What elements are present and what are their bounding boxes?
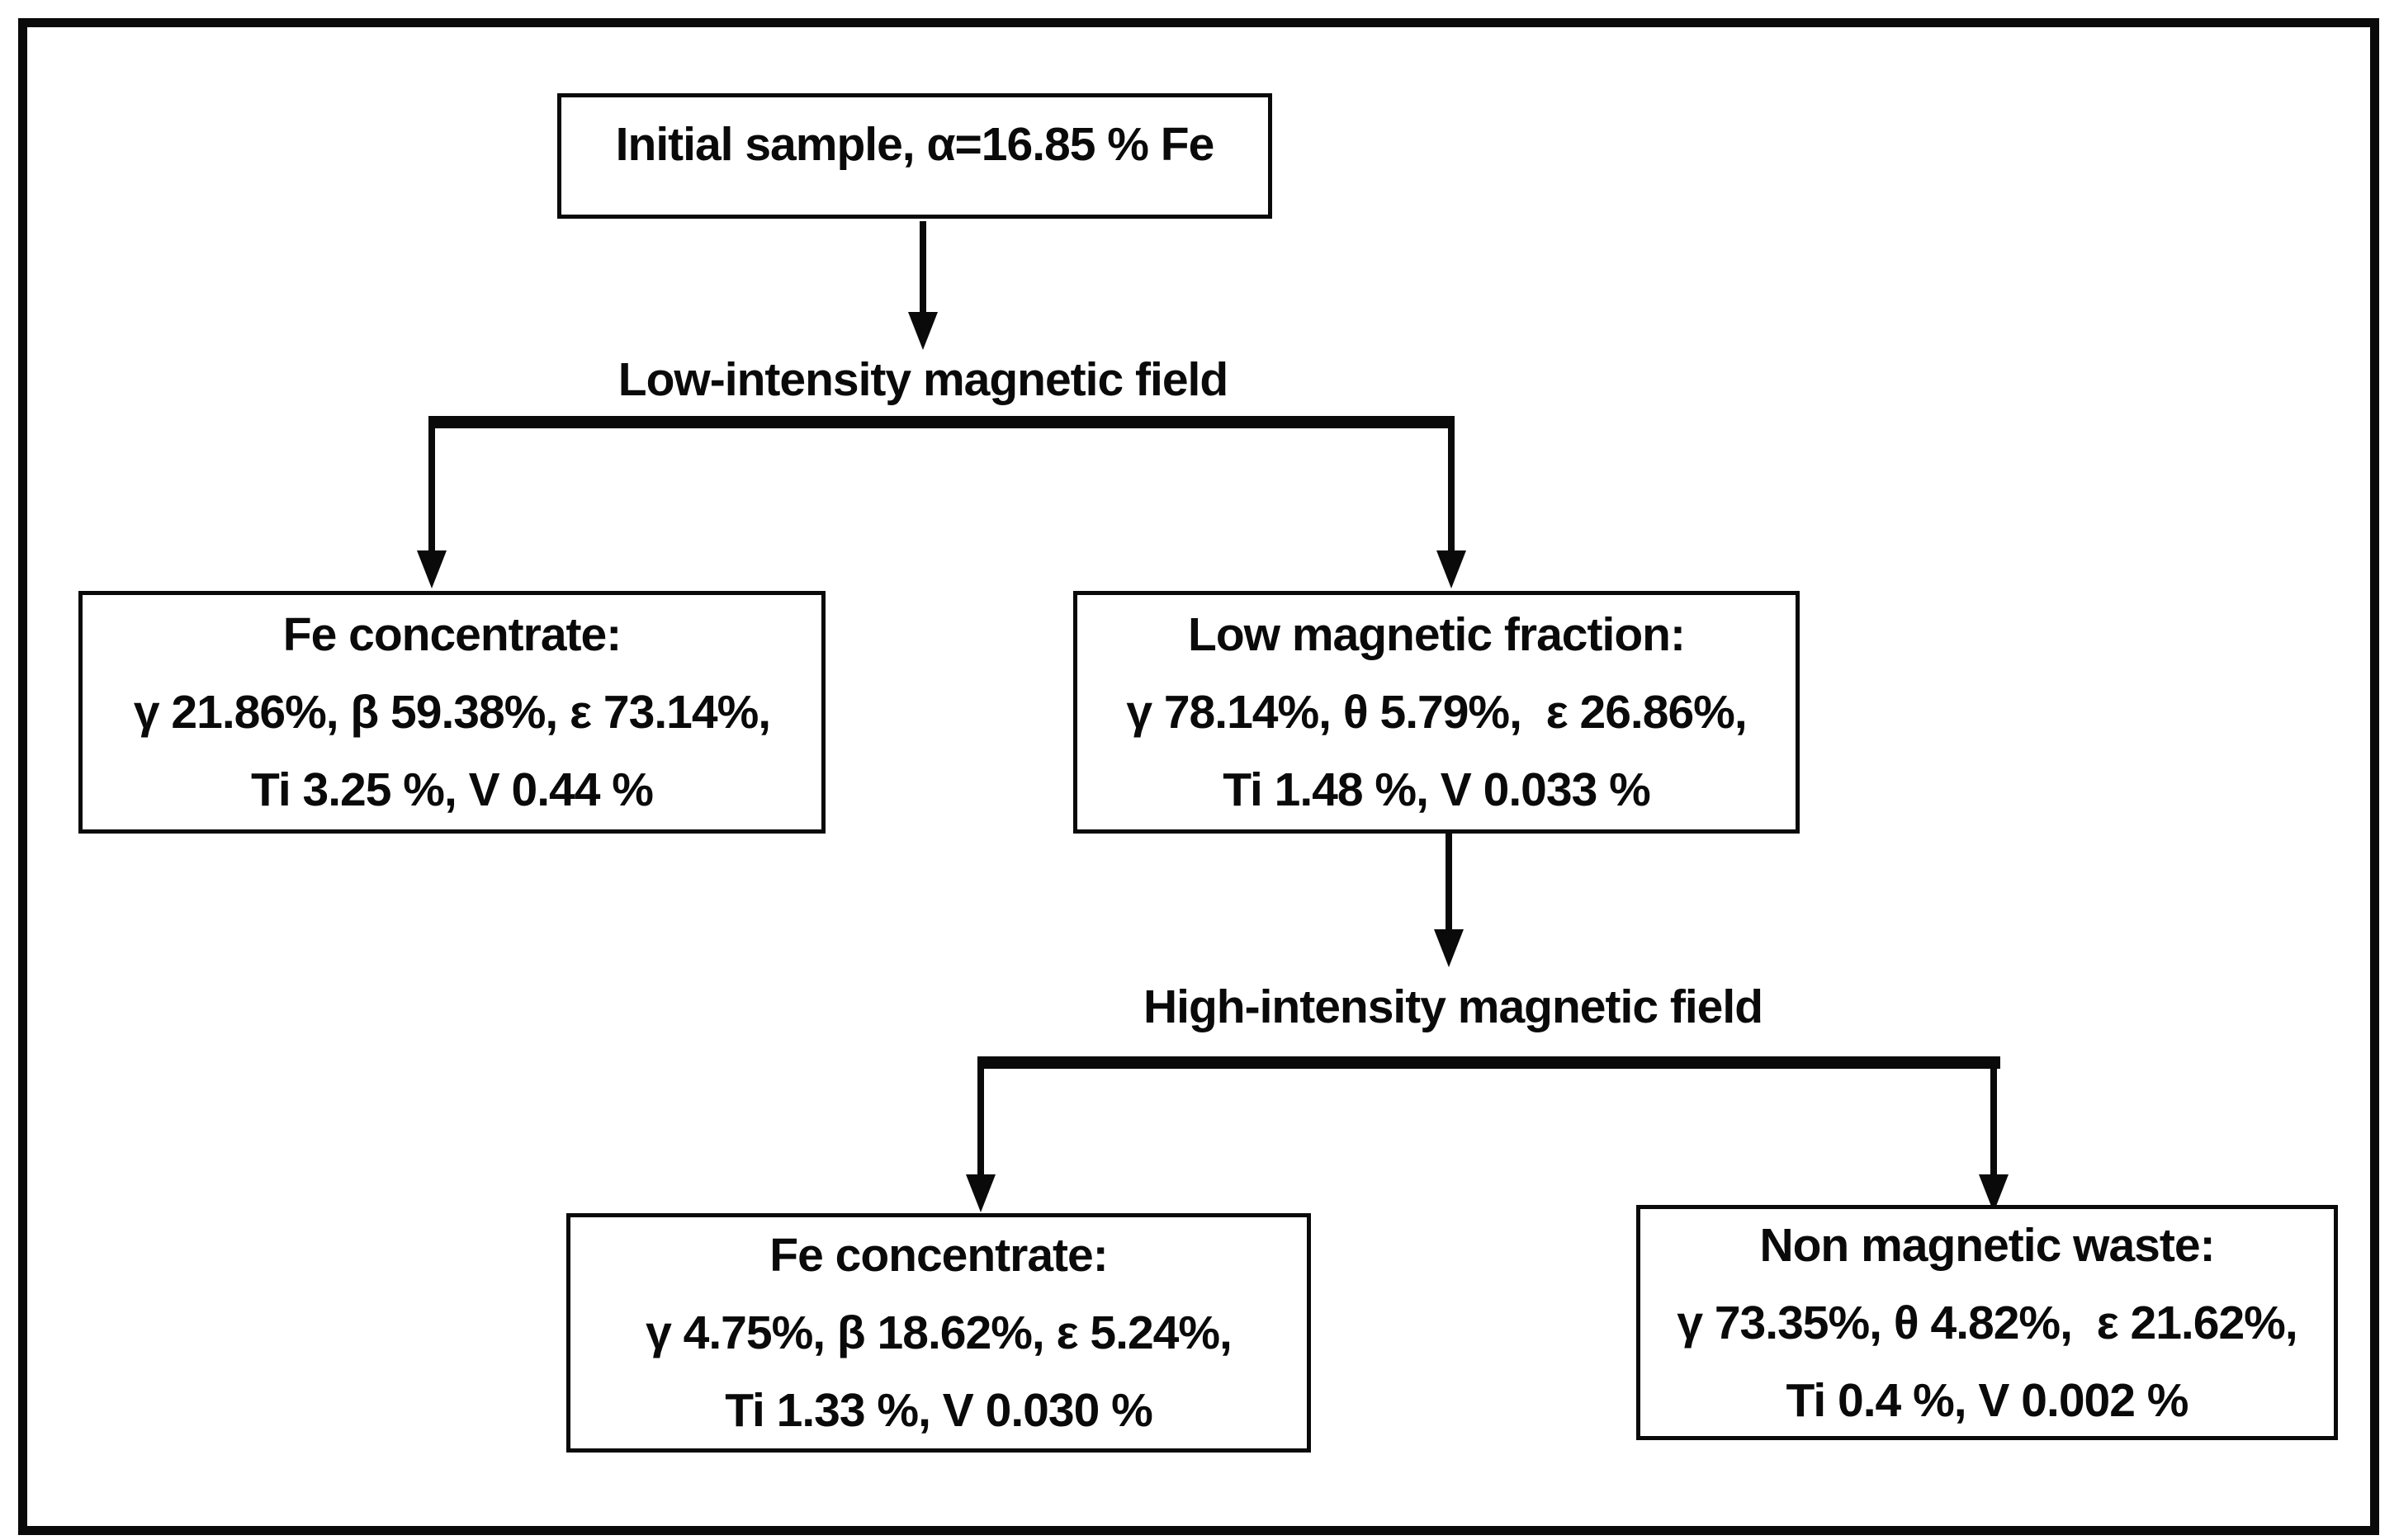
arrow-down-icon xyxy=(966,1174,996,1212)
non-magnetic-waste-box: Non magnetic waste: γ 73.35%, θ 4.82%, ε… xyxy=(1636,1205,2338,1440)
connector-stage2-to-fe-concentrate-2 xyxy=(977,1067,984,1176)
low-magnetic-fraction-elements: Ti 1.48 %, V 0.033 % xyxy=(1223,763,1651,816)
stage2-branch-bar xyxy=(977,1056,2000,1069)
fe-concentrate-1-title: Fe concentrate: xyxy=(282,608,622,661)
arrow-down-icon xyxy=(417,550,447,588)
fe-concentrate-1-elements: Ti 3.25 %, V 0.44 % xyxy=(251,763,654,816)
low-magnetic-fraction-composition: γ 78.14%, θ 5.79%, ε 26.86%, xyxy=(1126,686,1747,739)
non-magnetic-waste-title: Non magnetic waste: xyxy=(1759,1218,2215,1272)
fe-concentrate-2-composition: γ 4.75%, β 18.62%, ε 5.24%, xyxy=(646,1306,1233,1359)
fe-concentrate-1-composition: γ 21.86%, β 59.38%, ε 73.14%, xyxy=(133,686,771,739)
initial-sample-text: Initial sample, α=16.85 % Fe xyxy=(615,118,1215,171)
arrow-down-icon xyxy=(1434,929,1464,967)
stage1-label: Low-intensity magnetic field xyxy=(617,353,1228,406)
figure-border xyxy=(18,18,2379,1535)
fe-concentrate-2-box: Fe concentrate: γ 4.75%, β 18.62%, ε 5.2… xyxy=(566,1213,1311,1453)
stage1-branch-bar xyxy=(428,416,1455,428)
connector-stage1-to-fe-concentrate-1 xyxy=(428,427,435,552)
fe-concentrate-2-elements: Ti 1.33 %, V 0.030 % xyxy=(725,1384,1153,1437)
non-magnetic-waste-composition: γ 73.35%, θ 4.82%, ε 21.62%, xyxy=(1677,1296,2297,1349)
arrow-down-icon xyxy=(908,312,938,350)
low-magnetic-fraction-box: Low magnetic fraction: γ 78.14%, θ 5.79%… xyxy=(1073,591,1800,834)
low-magnetic-fraction-title: Low magnetic fraction: xyxy=(1188,608,1686,661)
connector-stage1-to-low-magnetic-fraction xyxy=(1448,427,1455,552)
arrow-down-icon xyxy=(1436,550,1466,588)
stage2-label: High-intensity magnetic field xyxy=(1143,980,1763,1033)
connector-low-magnetic-fraction-to-stage2 xyxy=(1446,834,1452,931)
initial-sample-box: Initial sample, α=16.85 % Fe xyxy=(557,93,1272,219)
non-magnetic-waste-elements: Ti 0.4 %, V 0.002 % xyxy=(1786,1373,2189,1427)
connector-initial-to-stage1 xyxy=(920,221,926,314)
connector-stage2-to-non-magnetic-waste xyxy=(1990,1067,1997,1176)
fe-concentrate-2-title: Fe concentrate: xyxy=(769,1229,1108,1282)
fe-concentrate-1-box: Fe concentrate: γ 21.86%, β 59.38%, ε 73… xyxy=(78,591,826,834)
